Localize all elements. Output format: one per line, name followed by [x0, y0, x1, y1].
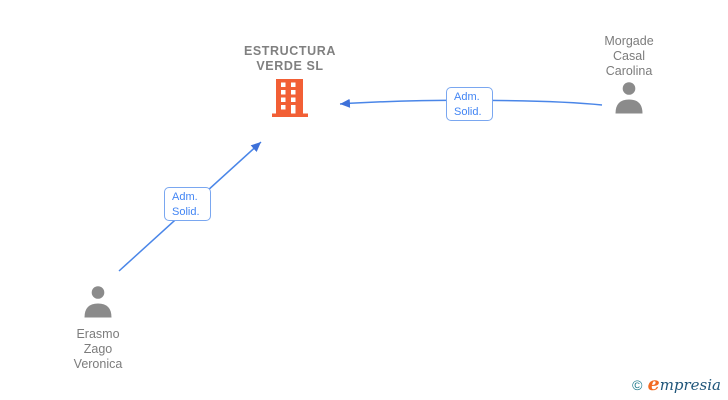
copyright-icon: ©: [632, 377, 643, 393]
company-node[interactable]: ESTRUCTURA VERDE SL: [210, 44, 370, 117]
person-name-morgade: Morgade Casal Carolina: [604, 34, 654, 78]
person-node-morgade[interactable]: Morgade Casal Carolina: [569, 34, 689, 119]
brand-initial: e: [647, 373, 660, 395]
person-node-erasmo[interactable]: Erasmo Zago Veronica: [36, 285, 160, 372]
company-name-label: ESTRUCTURA VERDE SL: [243, 44, 337, 73]
building-icon: [210, 79, 370, 117]
person-name-erasmo: Erasmo Zago Veronica: [73, 327, 123, 371]
brand-name: mpresia: [659, 376, 721, 394]
brand-logo[interactable]: © empresia: [632, 373, 721, 395]
relation-label-morgade[interactable]: Adm. Solid.: [446, 87, 493, 121]
person-icon-morgade: [569, 81, 689, 119]
relation-label-erasmo[interactable]: Adm. Solid.: [164, 187, 211, 221]
person-icon-erasmo: [36, 285, 160, 323]
